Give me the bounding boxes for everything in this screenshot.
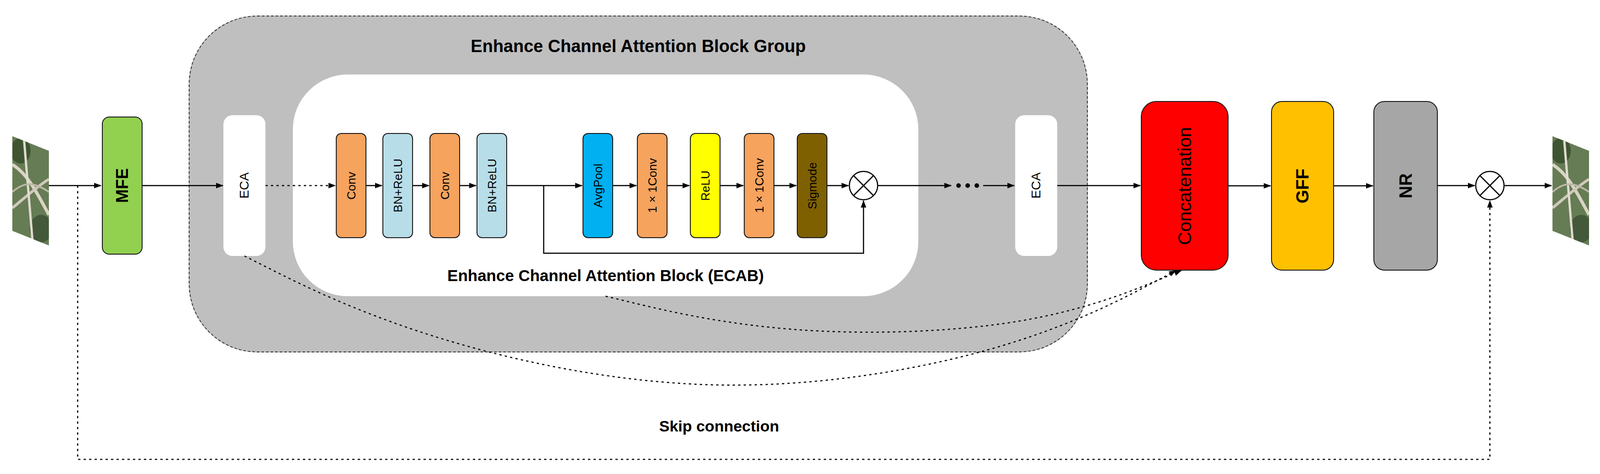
reconstruction-arrow — [1437, 185, 1475, 187]
module-label: ECA — [1029, 172, 1043, 199]
image-road — [12, 184, 49, 192]
operation-label: Conv — [439, 171, 451, 200]
operation-box: Conv — [335, 132, 367, 239]
operation-label: ReLU — [699, 170, 712, 201]
image-road — [1563, 136, 1574, 246]
operation-label: 1×1Conv — [753, 158, 766, 213]
operation-label: Sigmode — [806, 162, 819, 210]
operation-label: Conv — [345, 171, 358, 200]
group-title: Enhance Channel Attention Block Group — [189, 36, 1087, 57]
image-road — [12, 179, 49, 208]
image-road — [1552, 164, 1590, 215]
output-arrow — [1504, 185, 1552, 187]
image-trees — [29, 214, 53, 243]
reconstruction-box: NR — [1373, 100, 1438, 271]
connector — [1228, 185, 1271, 187]
operation-box: AvgPool — [582, 132, 614, 239]
connector — [1334, 185, 1373, 187]
module-label: NR — [1397, 173, 1415, 199]
eca-box: ECA — [223, 115, 266, 256]
input-arrow — [48, 185, 101, 187]
output-aerial-image — [1549, 132, 1593, 250]
operation-box: 1×1Conv — [743, 132, 775, 239]
image-ground — [9, 132, 53, 250]
block-group: ECA Conv BN+ReLU Conv BN+ReLU AvgPool 1×1Conv R… — [188, 15, 1088, 353]
image-road — [12, 164, 49, 215]
operation-label: AvgPool — [592, 163, 604, 208]
multiply-circle — [1475, 171, 1505, 200]
input-aerial-image — [9, 132, 53, 250]
concatenation-box: Concatenation — [1140, 100, 1229, 271]
image-ground — [1549, 132, 1593, 250]
image-trees — [1550, 137, 1571, 164]
operation-box: BN+ReLU — [476, 132, 508, 239]
image-trees — [10, 137, 31, 164]
operation-box: Sigmode — [796, 132, 828, 239]
module-label: Concatenation — [1175, 127, 1194, 245]
eca-box: ECA — [1015, 115, 1058, 256]
block-title: Enhance Channel Attention Block (ECAB) — [292, 266, 919, 285]
module-label: MFE — [114, 168, 131, 203]
image-trees — [1569, 214, 1593, 243]
multiply-cross — [1479, 175, 1500, 196]
image-road — [1552, 184, 1590, 192]
image-road — [1552, 179, 1590, 208]
skip-connection-label: Skip connection — [659, 417, 780, 435]
multiply-symbol — [1475, 171, 1505, 200]
fusion-box: GFF — [1271, 100, 1335, 271]
attention-block: Conv BN+ReLU Conv BN+ReLU AvgPool 1×1Conv ReLU… — [292, 74, 919, 297]
operation-box: BN+ReLU — [382, 132, 414, 239]
module-label: ECA — [238, 172, 251, 199]
operation-label: BN+ReLU — [486, 158, 499, 213]
feature-extraction-box: MFE — [101, 116, 143, 255]
operation-box: 1×1Conv — [636, 132, 668, 239]
module-label: GFF — [1293, 168, 1312, 204]
image-road — [23, 136, 33, 246]
operation-label: 1×1Conv — [646, 158, 659, 213]
operation-box: Conv — [429, 132, 461, 239]
operation-label: BN+ReLU — [392, 158, 404, 213]
operation-box: ReLU — [689, 132, 721, 239]
